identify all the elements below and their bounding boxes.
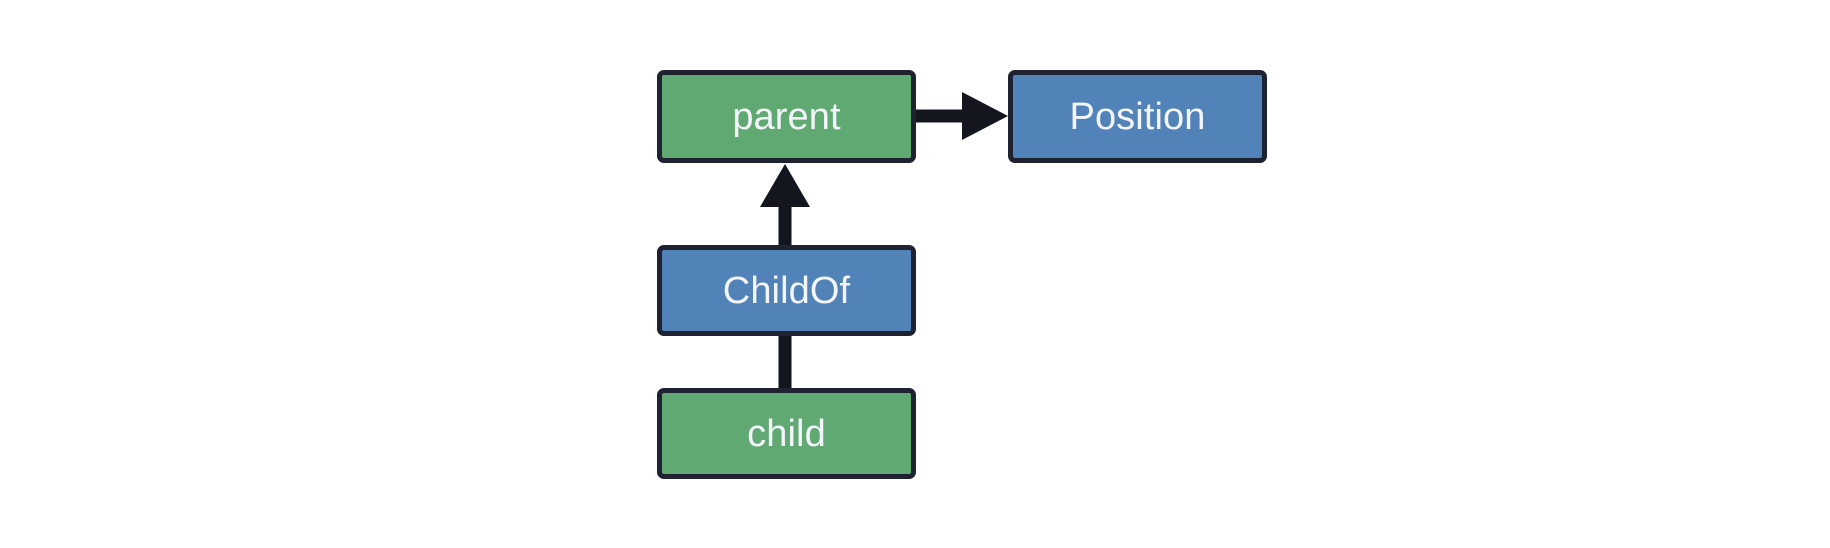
node-childof-label: ChildOf <box>722 269 851 312</box>
arrowhead-childof-to-parent <box>760 164 810 207</box>
node-child-label: child <box>747 412 826 455</box>
node-childof[interactable]: ChildOf <box>657 245 916 336</box>
node-position-label: Position <box>1069 95 1206 138</box>
arrowhead-parent-to-position <box>962 92 1008 140</box>
edge-parent-to-position <box>916 92 1008 140</box>
edge-childof-to-parent <box>760 164 810 245</box>
node-child[interactable]: child <box>657 388 916 479</box>
node-parent-label: parent <box>732 95 841 138</box>
node-parent[interactable]: parent <box>657 70 916 163</box>
node-position[interactable]: Position <box>1008 70 1267 163</box>
